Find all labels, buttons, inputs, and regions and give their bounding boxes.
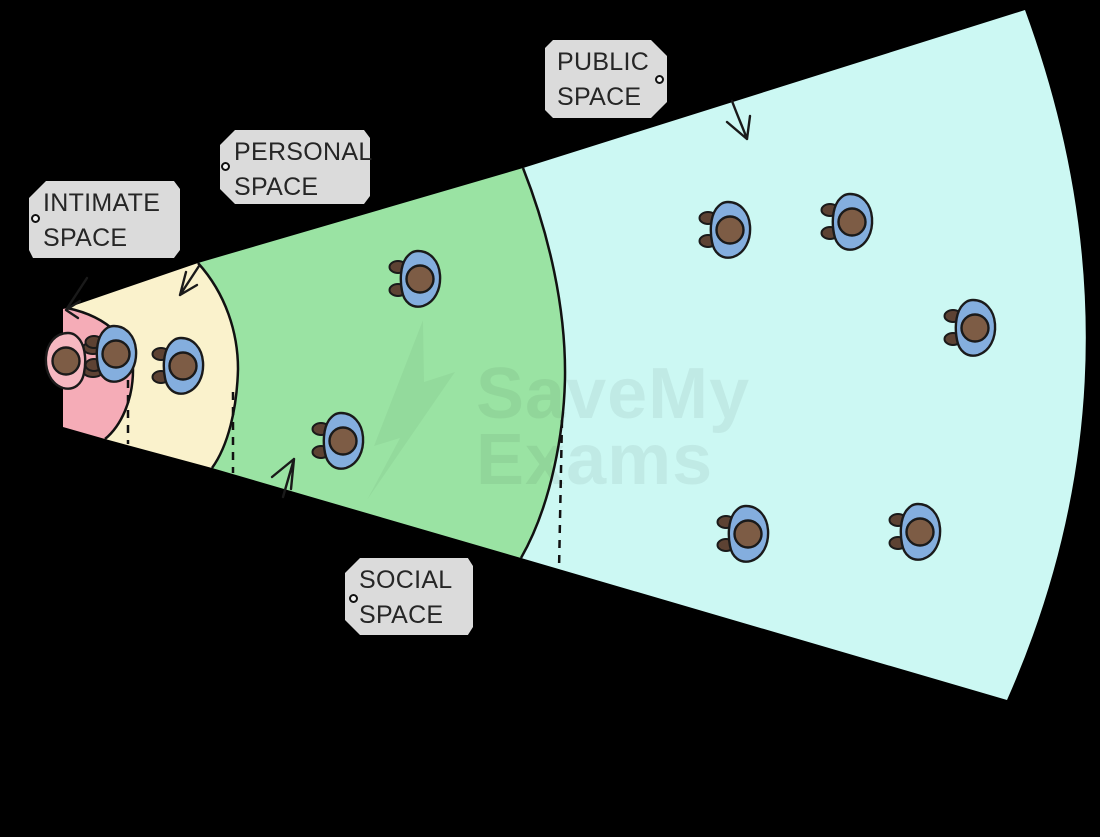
dashed-marker-social <box>557 419 564 571</box>
zone-public <box>521 10 1086 700</box>
intimate-arrow <box>64 276 89 320</box>
social-arrow <box>270 457 296 499</box>
public-space-line1: PUBLIC <box>557 48 650 76</box>
personal-space-pin-icon <box>221 162 230 171</box>
public-arrow <box>725 99 752 141</box>
social-space-line2: SPACE <box>359 601 444 629</box>
public-space-pin-icon <box>655 75 664 84</box>
watermark-line2: Exams <box>476 420 713 500</box>
public-space-line2: SPACE <box>557 83 642 111</box>
label-arrows <box>64 99 752 499</box>
zone-social <box>198 168 566 558</box>
social-space-line1: SOCIAL <box>359 566 453 594</box>
personal-arrow <box>178 264 201 297</box>
public-space-label: PUBLIC SPACE <box>545 40 667 118</box>
personal-space-tag-bg <box>220 130 370 204</box>
personal-space-label: PERSONAL SPACE <box>220 130 373 204</box>
personal-space-line2: SPACE <box>234 173 319 201</box>
intimate-space-tag-bg <box>29 181 180 258</box>
boundary-personal-social <box>197 262 240 469</box>
social-space-label: SOCIAL SPACE <box>345 558 473 635</box>
public-space-tag-bg <box>545 40 667 118</box>
watermark-line1: SaveMy <box>476 354 750 434</box>
zone-personal <box>67 263 238 468</box>
personal-space-line1: PERSONAL <box>234 138 373 166</box>
social-space-tag-bg <box>345 558 473 635</box>
intimate-space-line2: SPACE <box>43 224 128 252</box>
intimate-space-label: INTIMATE SPACE <box>29 181 180 258</box>
social-space-pin-icon <box>349 594 358 603</box>
watermark-logo <box>367 320 455 500</box>
intimate-space-line1: INTIMATE <box>43 189 161 217</box>
distance-markers <box>126 380 564 571</box>
intimate-space-pin-icon <box>31 214 40 223</box>
boundary-social-public <box>519 167 567 559</box>
watermark: SaveMy Exams <box>367 320 750 500</box>
